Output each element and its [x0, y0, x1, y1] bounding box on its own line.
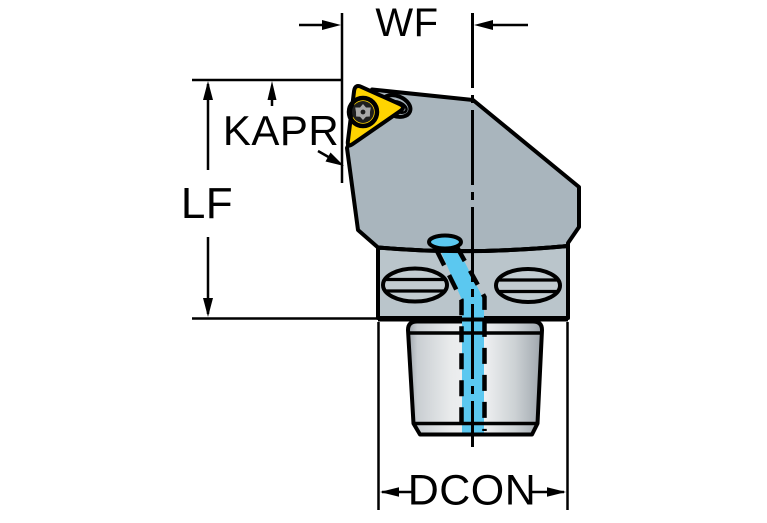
screw-slots: [386, 277, 557, 294]
torx-screw-ring: [346, 95, 380, 129]
cutting-insert-group: [345, 84, 413, 148]
lf-top-arrowhead: [203, 81, 213, 100]
left-screw: [381, 266, 449, 304]
wf-left-arrowhead: [322, 20, 341, 30]
flange-top-edge: [377, 244, 569, 254]
wf-right-arrowhead: [474, 20, 493, 30]
kapr-diagonal-arrowhead: [325, 152, 344, 166]
dcon-left-arrowhead: [380, 487, 399, 497]
coolant-hidden-line-right: [455, 245, 487, 431]
kapr-vertical-arrowhead: [267, 81, 277, 100]
dcon-right-arrowhead: [547, 487, 566, 497]
coolant-hidden-line-left: [434, 249, 464, 431]
label-kapr: KAPR: [222, 107, 340, 154]
clamping-screws: [381, 266, 562, 304]
coolant-inlet-hole: [427, 233, 463, 251]
lf-bottom-arrowhead: [203, 298, 213, 317]
label-lf: LF: [180, 179, 234, 228]
dimension-arrowheads: [203, 20, 566, 497]
right-screw: [494, 267, 562, 304]
label-dcon: DCON: [407, 466, 537, 515]
torx-center-dot: [360, 109, 366, 115]
label-wf: WF: [375, 1, 439, 45]
